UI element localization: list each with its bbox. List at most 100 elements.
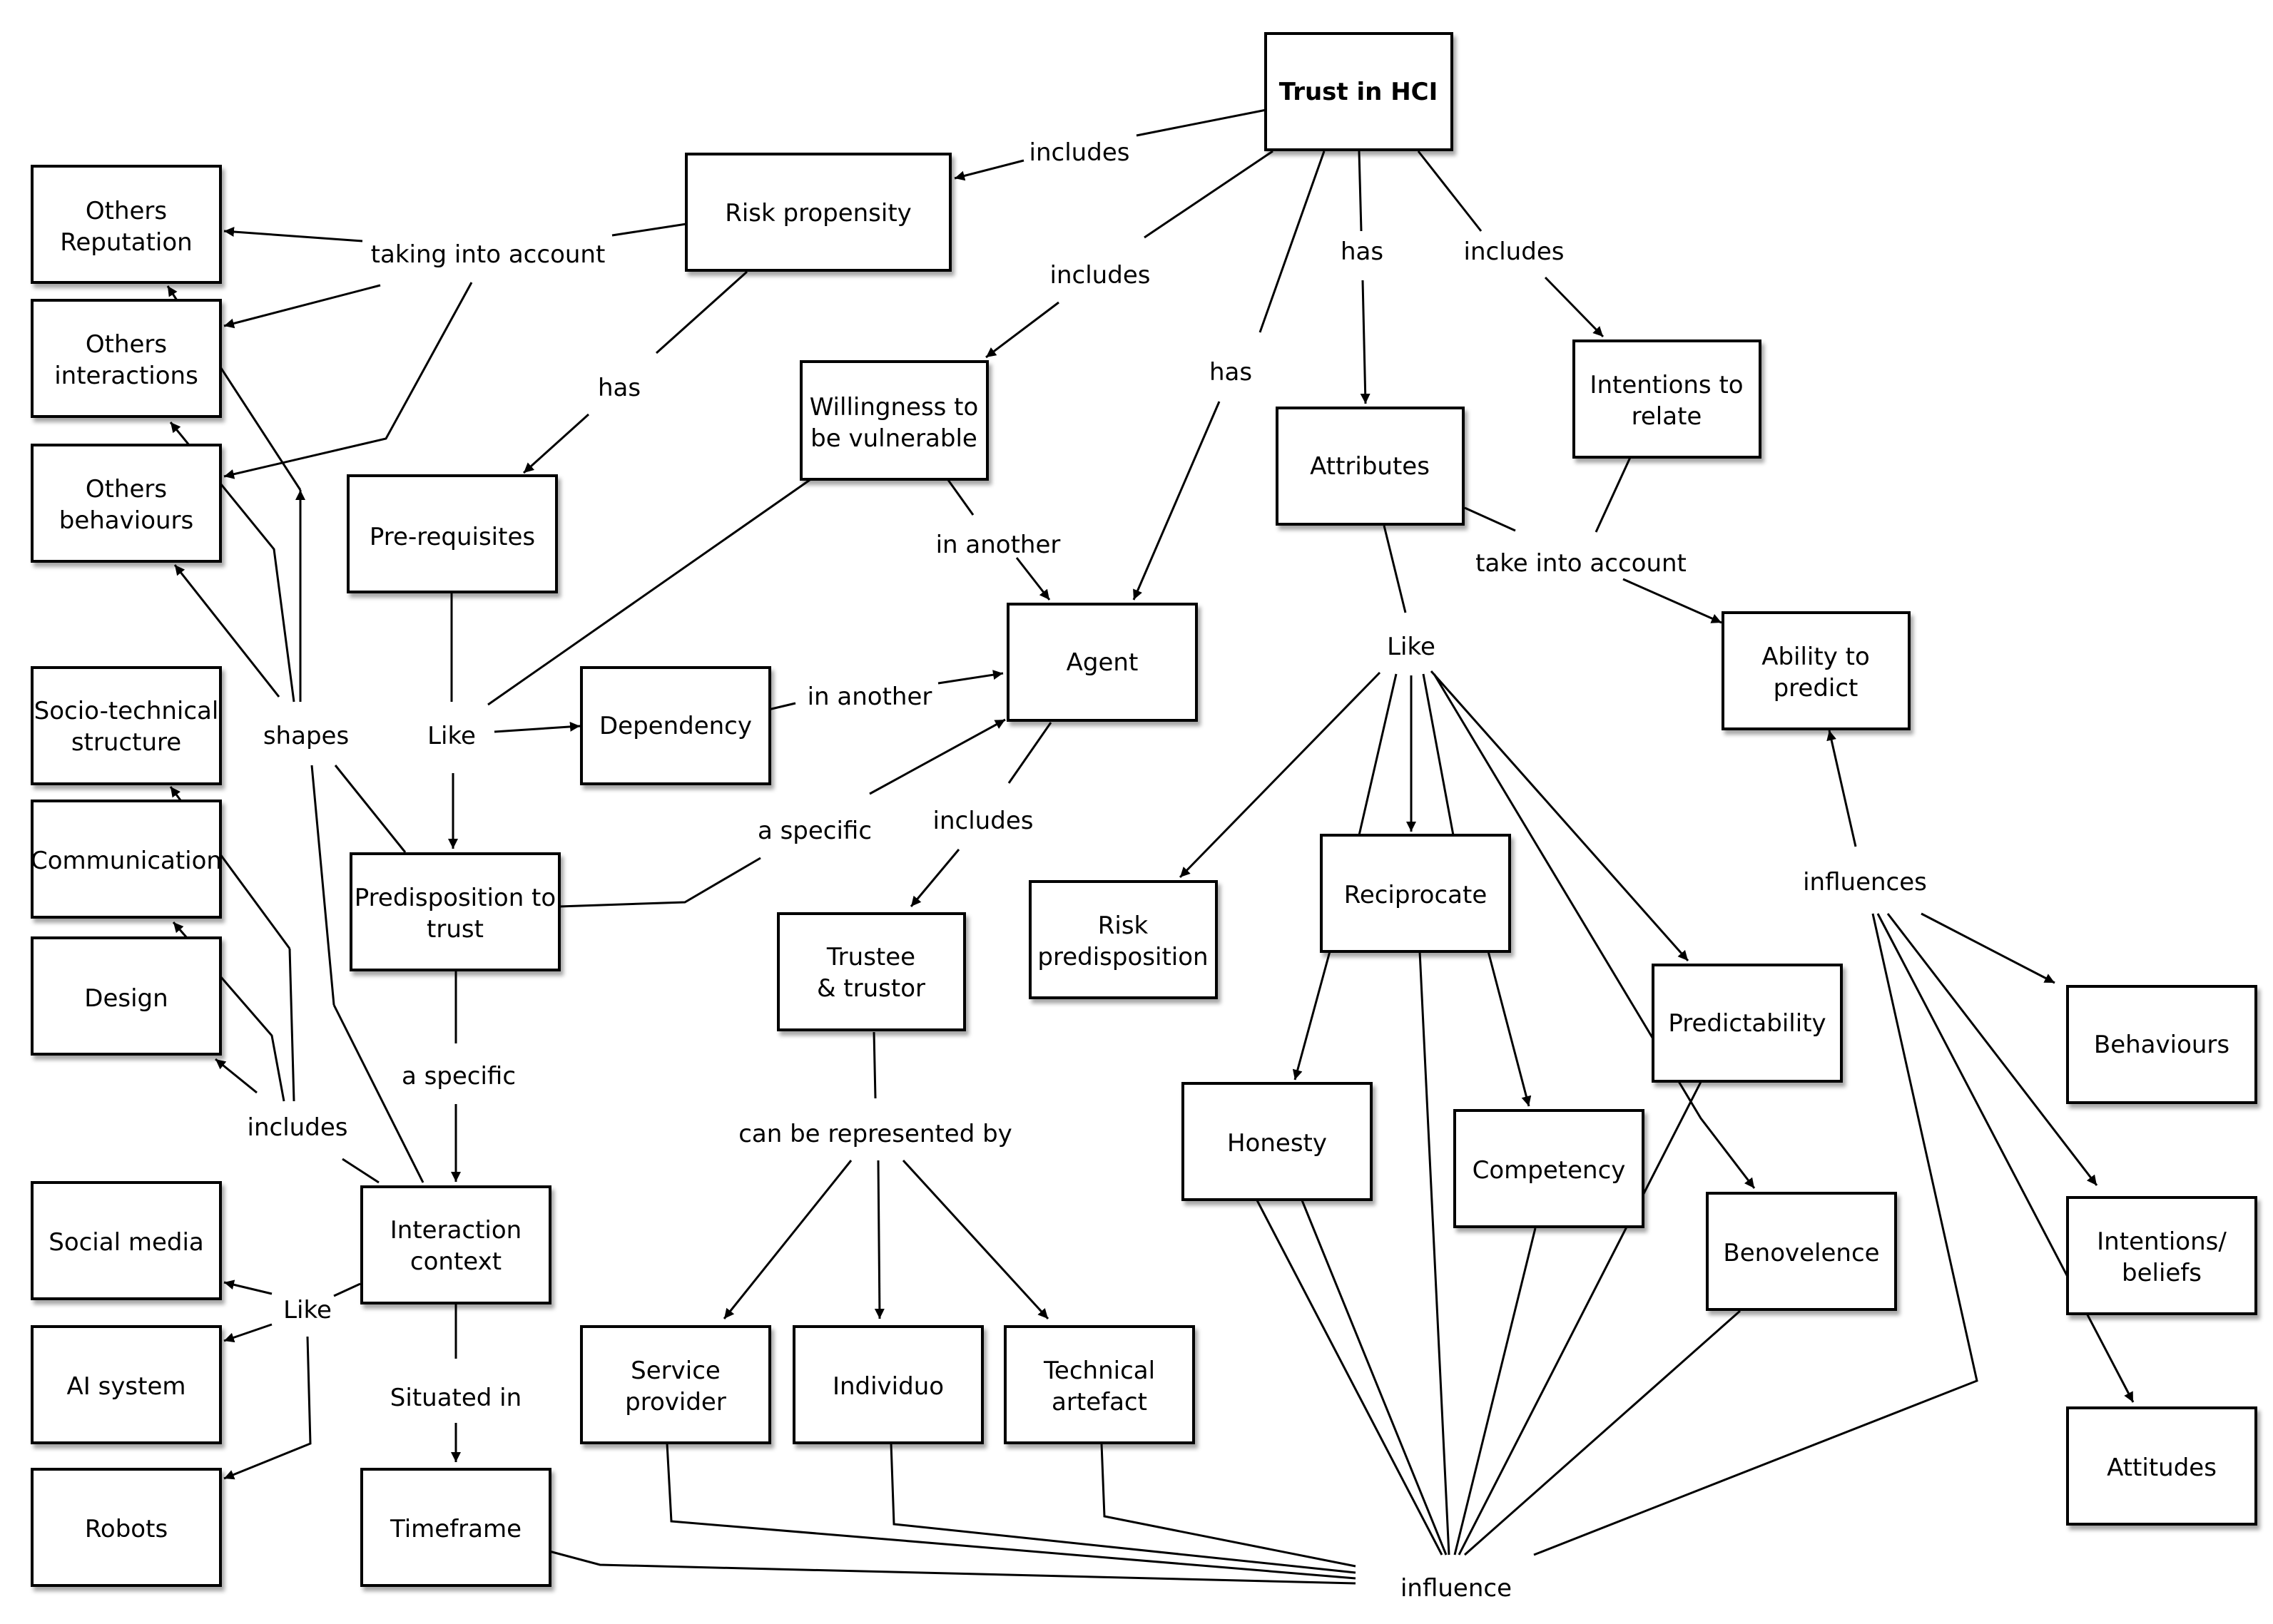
edge-in-another-to-agent (1015, 557, 1051, 601)
node-design: Design (31, 936, 222, 1056)
link-has-prereq: has (598, 374, 641, 402)
edge-trust-to-includes-willingness (1144, 150, 1273, 239)
edge-risk-to-has-prereq (655, 270, 748, 354)
node-individuo-line-1: Individuo (833, 1372, 944, 1401)
node-pre-requisites-line-1: Pre-requisites (370, 523, 535, 551)
edge-willingness-to-like (487, 479, 810, 706)
svg-text:Individuo: Individuo (833, 1372, 944, 1401)
node-social-media: Social media (31, 1181, 222, 1300)
node-trust-in-hci-line-1: Trust in HCI (1279, 78, 1438, 106)
edge-influences-to-influence (1533, 913, 1978, 1556)
node-competency: Competency (1453, 1109, 1644, 1228)
edge-reciprocate-to-influence (1418, 951, 1450, 1556)
link-influence: influence (1400, 1574, 1512, 1603)
edge-honesty-to-influence-b (1301, 1200, 1448, 1556)
link-like-context: Like (283, 1296, 332, 1324)
edge-represented-to-technical-artefact (902, 1159, 1049, 1320)
svg-text:Intentions/beliefs: Intentions/beliefs (2097, 1227, 2227, 1287)
svg-text:Pre-requisites: Pre-requisites (370, 523, 535, 551)
link-includes-trustee: includes (933, 807, 1034, 835)
node-trust-in-hci: Trust in HCI (1264, 32, 1453, 151)
svg-text:Trust in HCI: Trust in HCI (1279, 78, 1438, 106)
svg-text:AI system: AI system (66, 1372, 185, 1401)
edge-intentions-to-take-into-account (1595, 454, 1633, 533)
node-benovelence: Benovelence (1706, 1192, 1897, 1311)
node-interaction-context-line-1: Interaction (390, 1216, 522, 1245)
node-ability-to-predict-line-1: Ability to (1761, 643, 1870, 671)
node-agent-line-1: Agent (1067, 648, 1139, 677)
node-dependency: Dependency (580, 666, 771, 785)
node-others-behaviours-line-1: Others (86, 475, 167, 504)
edge-timeframe-to-influence (549, 1550, 1356, 1585)
edge-take-into-account-to-ability (1622, 578, 1722, 624)
node-risk-predisposition-line-2: predisposition (1037, 943, 1208, 971)
node-behaviours: Behaviours (2066, 985, 2257, 1104)
edge-like-to-reciprocate-right (1422, 673, 1455, 836)
link-influences-predict: influences (1803, 868, 1927, 897)
edge-shapes-lower-vertical (310, 765, 335, 1006)
node-trustee-trustor-line-1: Trustee (826, 943, 915, 971)
link-includes-risk: includes (1029, 138, 1130, 167)
node-socio-technical-line-1: Socio-technical (34, 697, 219, 725)
edge-taking-to-others-behaviours (223, 282, 473, 479)
node-agent: Agent (1007, 603, 1198, 722)
svg-text:Communication: Communication (31, 847, 222, 875)
node-socio-technical-line-2: structure (71, 728, 181, 757)
edge-trust-to-has-attributes (1358, 150, 1363, 232)
edge-taking-to-others-reputation (223, 227, 363, 242)
node-robots: Robots (31, 1468, 222, 1587)
node-predictability: Predictability (1652, 964, 1843, 1083)
node-reciprocate-line-1: Reciprocate (1344, 881, 1488, 909)
node-honesty: Honesty (1181, 1082, 1373, 1201)
node-others-reputation-line-2: Reputation (60, 228, 192, 257)
svg-text:Behaviours: Behaviours (2094, 1031, 2229, 1059)
node-others-behaviours-line-2: behaviours (59, 506, 194, 535)
edge-trust-to-includes-intentions (1417, 150, 1483, 232)
edge-trust-to-includes-risk (1136, 108, 1267, 137)
edge-risk-to-taking-into-account (611, 223, 687, 237)
link-in-another-willingness: in another (936, 531, 1061, 559)
svg-text:Timeframe: Timeframe (390, 1515, 522, 1543)
node-socio-technical: Socio-technical structure (31, 666, 222, 785)
svg-text:Predictability: Predictability (1668, 1009, 1826, 1038)
node-trustee-trustor-line-2: & trustor (817, 974, 925, 1003)
edge-in-another-to-agent-2 (937, 670, 1004, 685)
link-like-prereq: Like (427, 722, 476, 750)
svg-text:Benovelence: Benovelence (1723, 1239, 1879, 1267)
node-others-interactions-line-1: Others (86, 330, 167, 359)
edge-influences-to-behaviours (1921, 912, 2055, 984)
node-social-media-line-1: Social media (49, 1228, 204, 1257)
node-trustee-trustor: Trustee & trustor (777, 912, 966, 1031)
node-predictability-line-1: Predictability (1668, 1009, 1826, 1038)
svg-text:Reciprocate: Reciprocate (1344, 881, 1488, 909)
edge-predisposition-to-a-specific (559, 857, 761, 908)
edge-agent-to-includes (1007, 722, 1052, 784)
edge-influences-to-intentions-beliefs (1886, 913, 2098, 1186)
node-others-reputation-line-1: Others (86, 197, 167, 225)
node-attributes-line-1: Attributes (1310, 452, 1430, 481)
node-reciprocate: Reciprocate (1320, 834, 1511, 953)
node-intentions-beliefs: Intentions/beliefs (2066, 1196, 2257, 1315)
edge-has-to-agent (1132, 401, 1221, 601)
edge-like-to-social-media (223, 1280, 273, 1295)
edge-includes-to-risk-propensity (954, 159, 1024, 181)
link-has-agent: has (1209, 358, 1252, 387)
node-service-provider-line-2: provider (625, 1388, 726, 1416)
node-dependency-line-1: Dependency (599, 712, 752, 740)
edge-interaction-context-to-shapes (332, 1004, 424, 1183)
node-attitudes: Attitudes (2066, 1406, 2257, 1526)
node-service-provider-line-1: Service (631, 1357, 721, 1385)
edge-includes-to-intentions-relate (1544, 276, 1605, 338)
svg-text:Honesty: Honesty (1227, 1129, 1327, 1158)
